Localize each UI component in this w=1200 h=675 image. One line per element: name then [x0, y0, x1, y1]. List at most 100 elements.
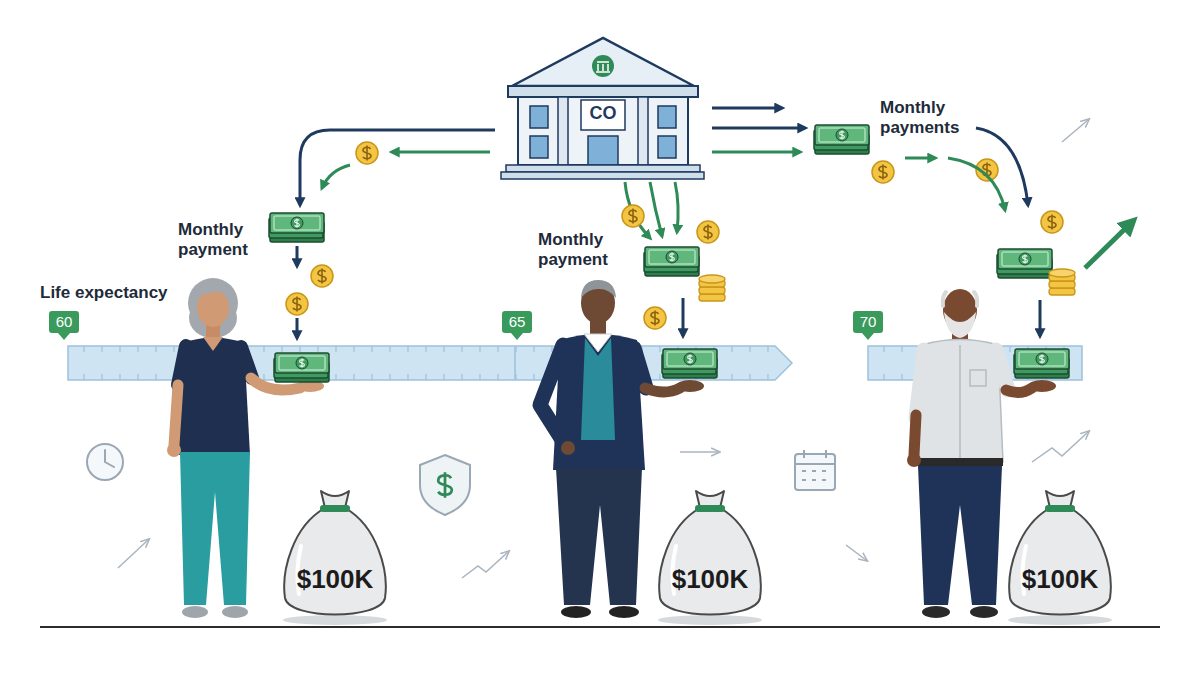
payment-flow-right — [712, 151, 800, 154]
clock-icon — [105, 450, 114, 467]
payment-flow-right — [712, 107, 782, 110]
bag-outline — [659, 508, 760, 615]
calendar-icon — [795, 450, 835, 480]
bank-outline — [588, 136, 618, 165]
woman-figure — [180, 452, 250, 605]
elder-figure — [918, 466, 1002, 605]
timeline-tick — [101, 346, 102, 380]
bank-outline — [658, 136, 676, 158]
payment-flow-middle — [675, 182, 678, 232]
payment-flow-middle — [682, 298, 685, 336]
timeline-tick — [731, 346, 732, 380]
tag-pointer — [511, 333, 523, 340]
payment-flow-left — [286, 293, 308, 315]
bank-outline — [638, 97, 648, 165]
timeline-tick — [901, 346, 902, 380]
age-tag: 60 — [49, 311, 80, 333]
bank-outline — [501, 172, 704, 179]
age-label: 65 — [509, 313, 526, 331]
trend-arrow — [1032, 432, 1088, 462]
payment-flow-right — [712, 127, 805, 130]
bank-outline — [592, 55, 614, 77]
payment-flow-middle — [662, 349, 717, 378]
amount-label: $100K — [297, 564, 374, 594]
elder-figure — [914, 415, 916, 455]
shield-icon — [420, 455, 470, 515]
man-figure — [581, 280, 616, 298]
elder-figure — [922, 606, 950, 618]
payment-flow-left — [269, 130, 495, 382]
bank-outline — [530, 106, 548, 128]
timeline-tick — [335, 346, 336, 380]
timeline-tick — [749, 346, 750, 380]
payment-flow-middle — [644, 307, 666, 329]
annotation-label: Life expectancy — [40, 283, 168, 303]
payment-flow-left — [274, 353, 329, 382]
payment-flow-middle — [622, 205, 644, 227]
shield-icon — [420, 455, 470, 515]
payment-flow-left — [300, 130, 495, 205]
trend-arrow — [680, 451, 718, 453]
bank-outline — [658, 106, 676, 128]
payment-flow-right — [997, 249, 1052, 278]
woman-figure — [193, 281, 236, 305]
bank-outline — [518, 97, 688, 165]
timeline-tick — [443, 346, 444, 380]
bag-outline — [1045, 505, 1075, 512]
payment-flow-right — [872, 161, 894, 183]
payment-flow-left — [356, 142, 378, 164]
bag-outline — [284, 508, 385, 615]
payment-flow-right — [1039, 300, 1042, 336]
trend-arrow — [462, 552, 508, 578]
tag-pointer — [58, 333, 70, 340]
man-figure — [561, 441, 575, 455]
payment-flow-right — [712, 108, 1132, 378]
bag-outline — [320, 505, 350, 512]
bag-outline — [998, 486, 1122, 626]
elder-figure — [916, 350, 924, 418]
money-bag: $100K — [273, 486, 397, 626]
timeline-tick — [155, 346, 156, 380]
payment-flow-middle — [644, 247, 699, 276]
elder-figure — [917, 340, 1003, 463]
bag-outline — [1008, 615, 1112, 625]
payment-flow-middle — [622, 182, 725, 378]
timeline-tick — [389, 346, 390, 380]
tag-pointer — [511, 333, 523, 340]
woman-figure — [182, 606, 208, 618]
money-bag: $100K — [648, 486, 772, 626]
bank-outline — [596, 62, 610, 72]
bank-outline — [558, 97, 568, 165]
man-figure — [609, 606, 639, 618]
trend-arrow — [1062, 120, 1088, 142]
bag-outline — [658, 615, 762, 625]
payment-flow-right — [976, 128, 1028, 205]
payment-flow-left — [296, 246, 299, 266]
timeline-tick — [461, 346, 462, 380]
payment-flow-right — [1041, 211, 1063, 233]
timeline-tick — [137, 346, 138, 380]
timeline-bar — [514, 346, 516, 380]
payment-flow-left — [296, 318, 299, 338]
timeline-tick — [119, 346, 120, 380]
timeline-tick — [425, 346, 426, 380]
woman-figure — [174, 385, 178, 445]
annotation-label: Monthly payment — [178, 220, 268, 261]
elder-figure — [917, 458, 1003, 466]
man-figure — [584, 334, 612, 352]
tag-pointer — [58, 333, 70, 340]
timeline-tick — [767, 346, 768, 380]
payment-flow-middle — [699, 275, 725, 301]
timeline-tick — [263, 346, 264, 380]
shield-icon — [438, 472, 452, 498]
bank-outline — [512, 38, 694, 86]
man-figure — [676, 380, 704, 392]
age-tag: 65 — [502, 311, 533, 333]
timeline-tick — [515, 346, 516, 380]
timeline-tick — [479, 346, 480, 380]
payment-flow-right — [948, 158, 1005, 210]
timeline-tick — [497, 346, 498, 380]
man-figure — [556, 468, 642, 605]
elder-figure — [907, 453, 921, 467]
